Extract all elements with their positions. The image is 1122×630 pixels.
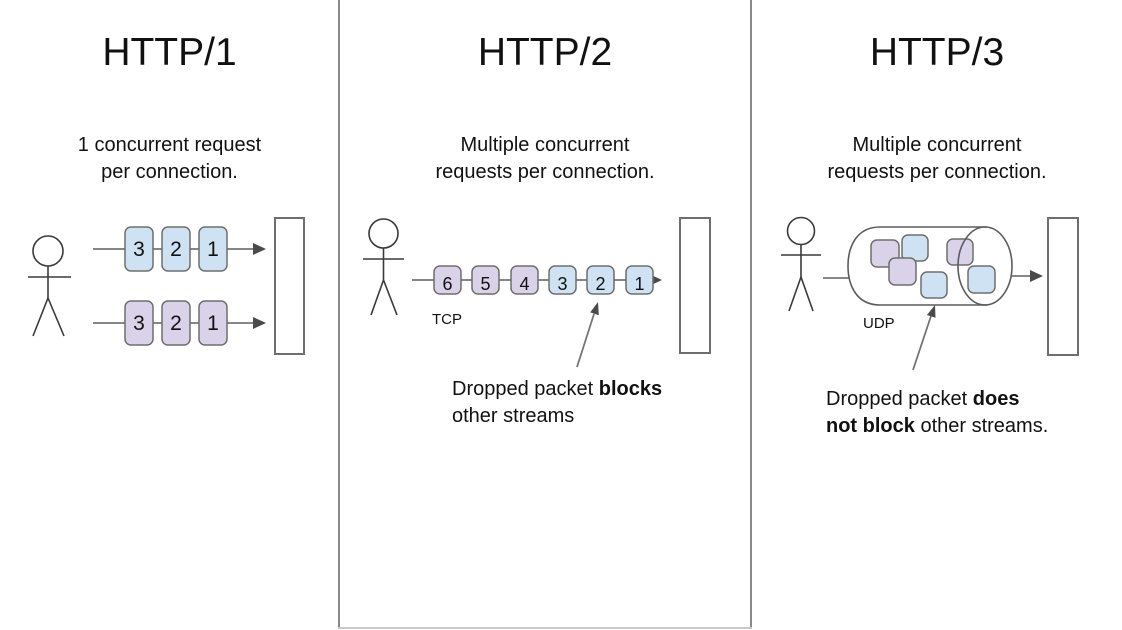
panel-http3-subtitle: Multiple concurrent requests per connect…: [827, 134, 1047, 183]
packet-box: [198, 300, 228, 346]
packet-box: [888, 257, 917, 286]
packet-number: 1: [207, 312, 219, 335]
packet-number: 3: [133, 312, 145, 335]
packet-number: 6: [442, 274, 452, 294]
pointer-line: [576, 313, 595, 368]
client-stick-figure-icon: [781, 216, 821, 312]
packet-box: [124, 300, 154, 346]
packet-number: 1: [207, 238, 219, 261]
packet-box: [548, 265, 577, 295]
transport-label: UDP: [863, 315, 895, 332]
http3-diagram: UDP: [781, 216, 1079, 371]
packet-box: [124, 226, 154, 272]
pointer-line: [912, 315, 932, 371]
http2-diagram: 6 5 4 3 2 1 TCP: [363, 217, 711, 368]
udp-tunnel: [847, 226, 987, 306]
packet-number: 5: [480, 274, 490, 294]
http3-dropped-packet-note: Dropped packet does not block other stre…: [826, 388, 1049, 437]
packet-box: [161, 300, 191, 346]
packet-box: [198, 226, 228, 272]
packet-number: 1: [634, 274, 644, 294]
packet-box: [625, 265, 654, 295]
panel-http2: HTTP/2 Multiple concurrent requests per …: [341, 0, 749, 630]
panel-http3-title: HTTP/3: [869, 31, 1005, 74]
panel-http2-subtitle: Multiple concurrent requests per connect…: [435, 134, 655, 183]
http1-diagram: 3 2 1 3 2 1: [28, 217, 305, 355]
packet-number: 3: [557, 274, 567, 294]
panel-divider-right: [750, 0, 752, 628]
http1-stream-2: 3 2 1: [93, 300, 266, 346]
arrowhead-icon: [926, 305, 936, 318]
server-box: [274, 217, 305, 355]
http2-dropped-packet-note: Dropped packet blocks other streams: [452, 378, 663, 427]
udp-tunnel-mouth: [957, 226, 1013, 306]
packet-number: 2: [595, 274, 605, 294]
packet-number: 4: [519, 274, 529, 294]
panel-http1-subtitle: 1 concurrent request per connection.: [77, 134, 262, 183]
packet-box: [967, 265, 996, 294]
transport-label: TCP: [432, 311, 462, 328]
packet-box: [586, 265, 615, 295]
panel-http2-title: HTTP/2: [477, 31, 613, 74]
server-box: [1047, 217, 1079, 356]
packet-box: [471, 265, 500, 295]
panel-http1: HTTP/1 1 concurrent request per connecti…: [0, 0, 339, 630]
client-stick-figure-icon: [28, 235, 71, 337]
packet-number: 2: [170, 238, 182, 261]
http3-packets: [870, 234, 974, 299]
panel-bottom-edge: [338, 627, 752, 629]
dropped-packet-pointer: [576, 302, 599, 368]
panel-http3: HTTP/3 Multiple concurrent requests per …: [752, 0, 1122, 630]
client-stick-figure-icon: [363, 218, 404, 316]
http1-stream-1: 3 2 1: [93, 226, 266, 272]
panel-http1-title: HTTP/1: [102, 31, 237, 74]
dropped-packet-pointer: [912, 305, 936, 371]
server-box: [679, 217, 711, 354]
packet-box: [510, 265, 539, 295]
panel-divider-left: [338, 0, 340, 628]
packet-box: [901, 234, 929, 262]
arrowhead-icon: [590, 302, 599, 316]
arrowhead-icon: [1030, 270, 1043, 282]
packet-box: [433, 265, 462, 295]
packet-number: 2: [170, 312, 182, 335]
http2-packet-train: 6 5 4 3 2 1: [433, 265, 654, 295]
arrowhead-icon: [253, 243, 266, 255]
packet-box: [161, 226, 191, 272]
arrowhead-icon: [253, 317, 266, 329]
packet-number: 3: [133, 238, 145, 261]
packet-box: [920, 271, 948, 299]
